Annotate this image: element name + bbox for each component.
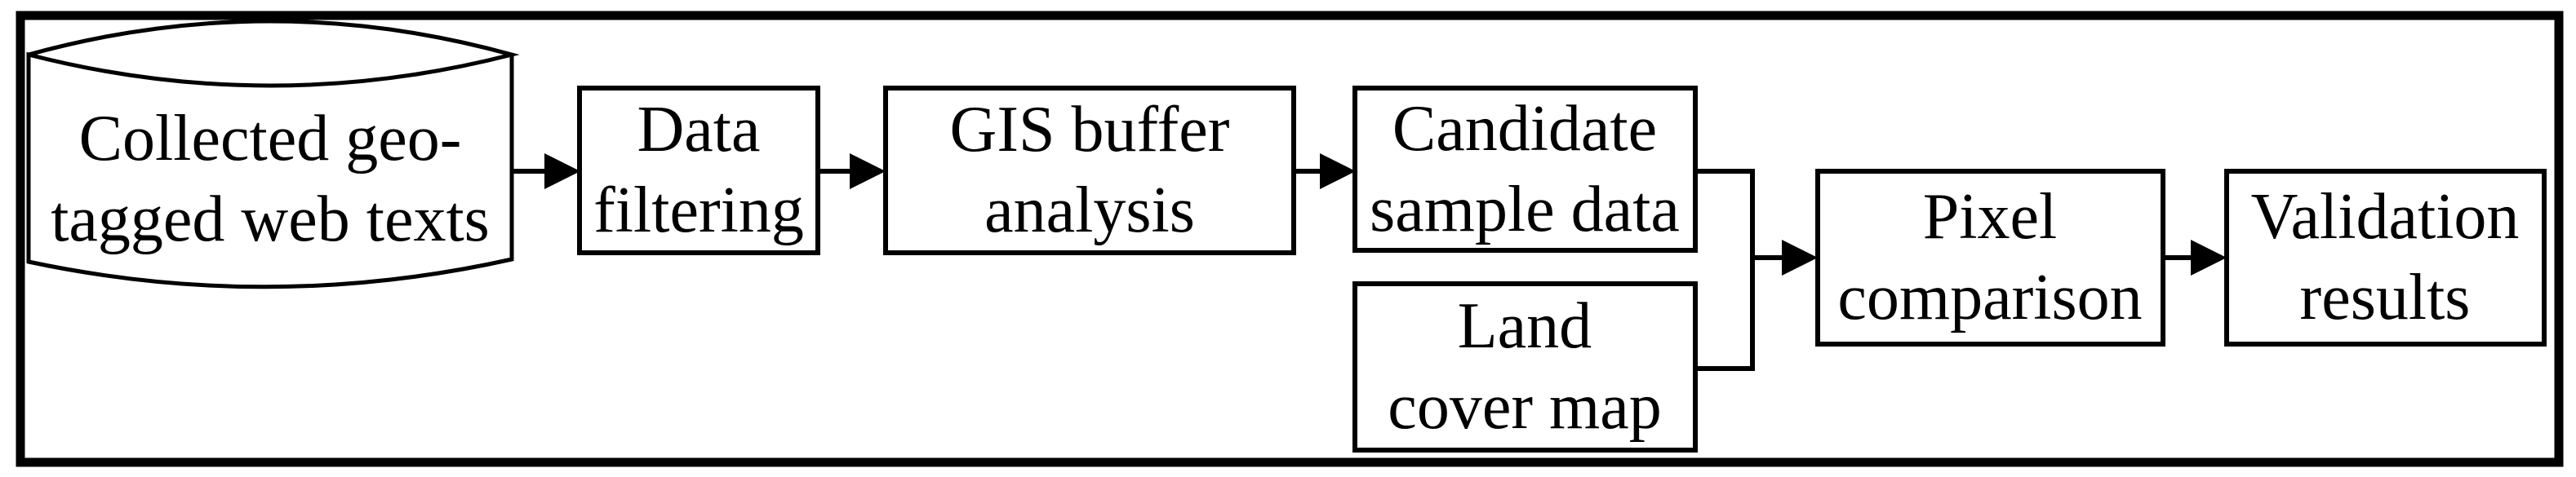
box-land-cover [1352, 281, 1698, 453]
merge-connector [1695, 169, 1755, 371]
outer-frame [16, 11, 2564, 467]
box-pixel-comparison [1815, 169, 2165, 347]
box-candidate-sample [1352, 86, 1698, 253]
arrow-filtering-to-gis [818, 153, 886, 189]
box-validation-results [2224, 169, 2547, 347]
arrow-pixel-to-validation [2163, 240, 2227, 276]
box-data-filtering [577, 86, 820, 255]
arrowhead-icon [1782, 240, 1818, 276]
arrowhead-icon [1320, 153, 1356, 189]
arrowhead-icon [850, 153, 886, 189]
arrow-collected-to-filtering [513, 153, 580, 189]
arrowhead-icon [544, 153, 580, 189]
arrow-gis-to-candidate [1294, 153, 1356, 189]
cylinder-shape [26, 19, 520, 289]
box-gis-buffer [883, 86, 1296, 255]
arrowhead-icon [2191, 240, 2227, 276]
arrow-merge-to-pixel [1750, 240, 1818, 276]
